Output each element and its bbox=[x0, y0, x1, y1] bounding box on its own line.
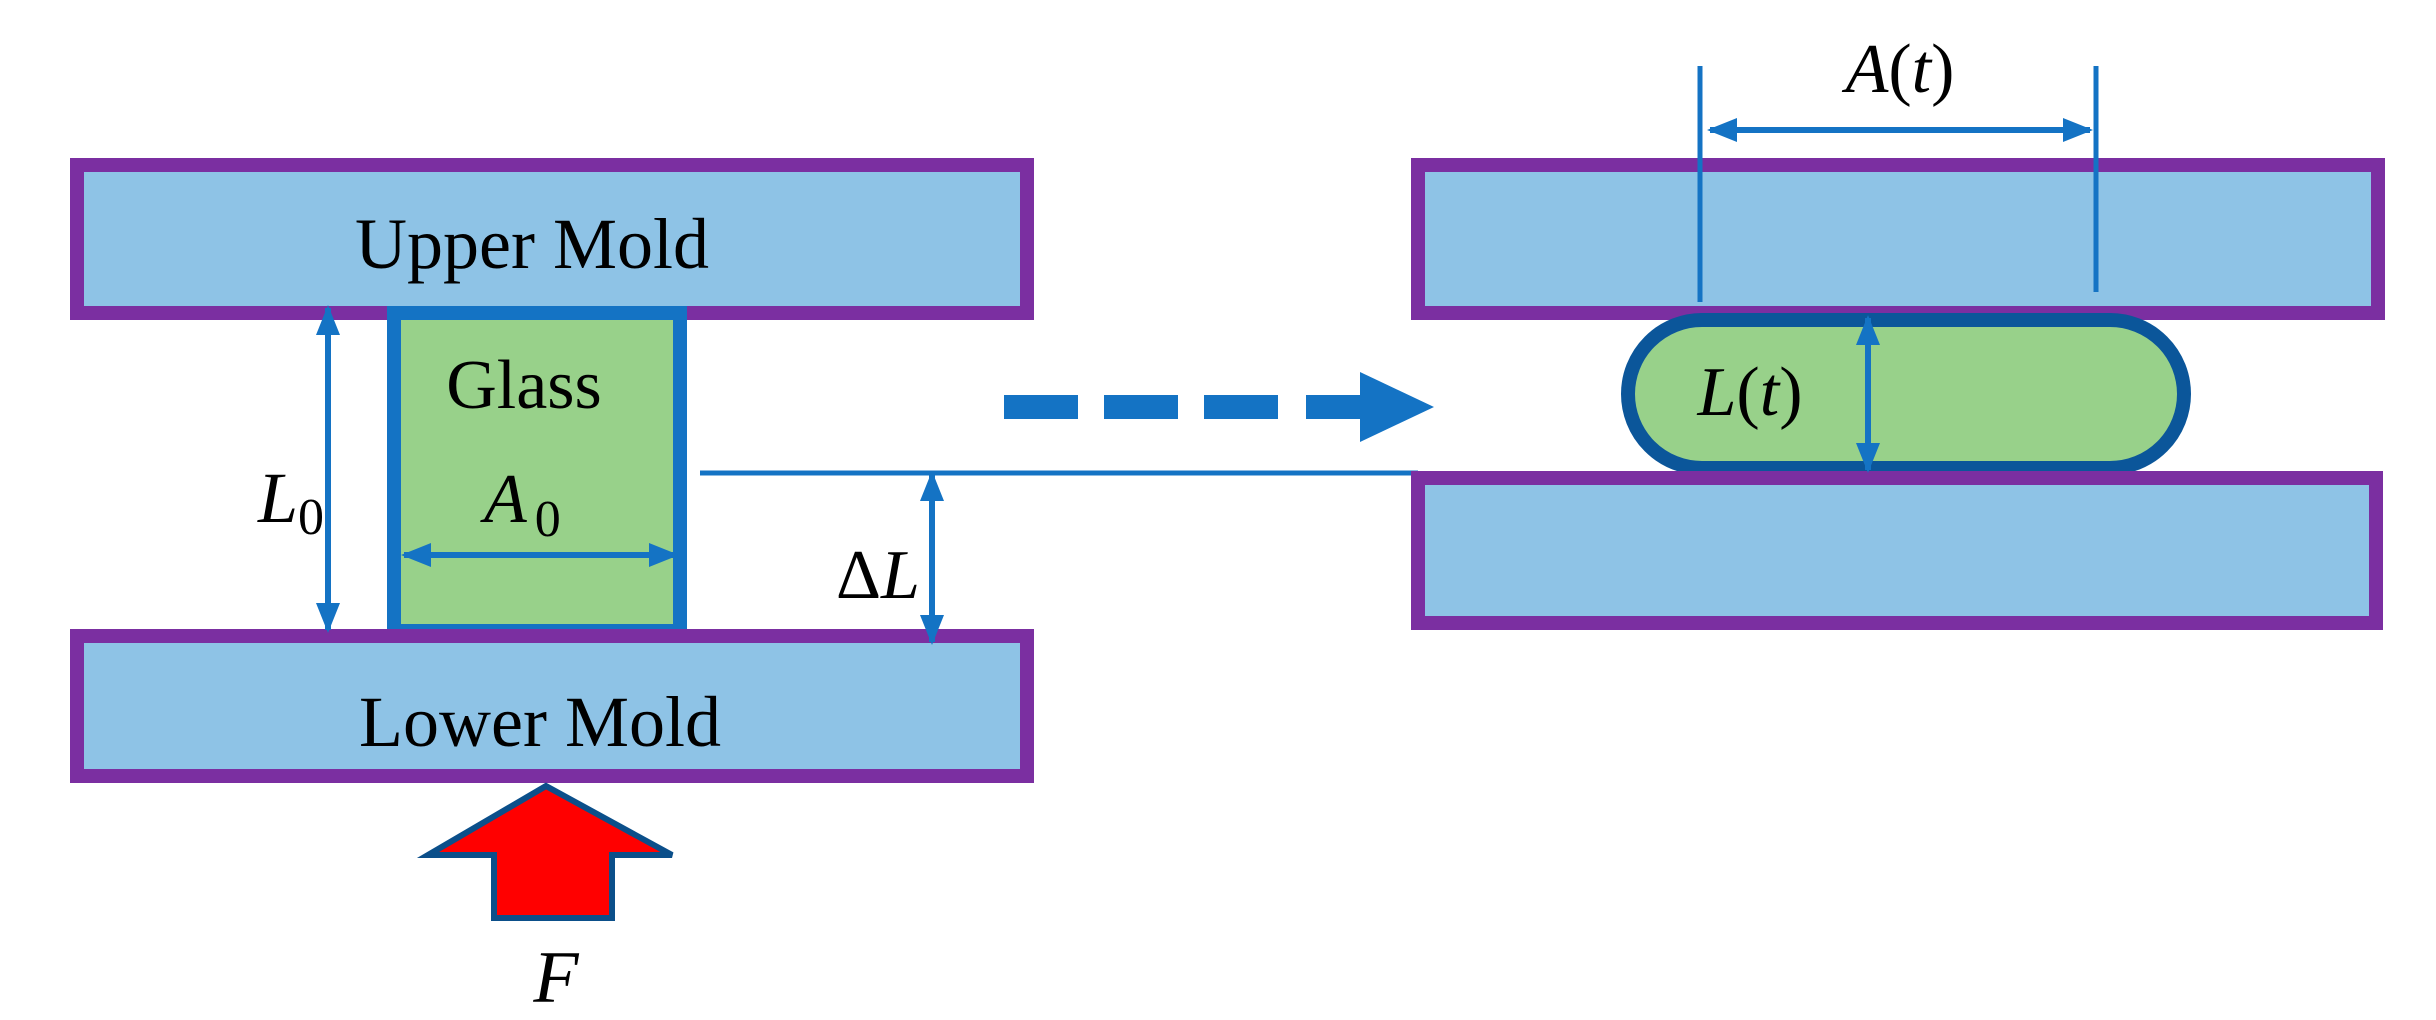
lower-mold-initial: Lower Mold bbox=[70, 629, 1034, 783]
upper-mold-initial: Upper Mold bbox=[70, 158, 1034, 320]
lower-mold-deformed bbox=[1411, 471, 2383, 630]
glass-sample-initial: Glass bbox=[387, 306, 687, 638]
length-over-time-label: L(t) bbox=[1696, 354, 1802, 431]
glass-sample-deformed bbox=[1621, 313, 2191, 475]
force-arrow-icon bbox=[416, 782, 674, 921]
glass-label: Glass bbox=[446, 347, 602, 424]
upper-mold-label: Upper Mold bbox=[355, 204, 709, 284]
area-over-time-label: A(t) bbox=[1842, 31, 1955, 108]
force-label: F bbox=[532, 937, 579, 1019]
deformed-state-group: A(t) L(t) bbox=[1411, 31, 2385, 630]
transition-arrow-icon bbox=[1004, 372, 1434, 442]
upper-mold-deformed bbox=[1411, 158, 2385, 320]
displacement-label: ΔL bbox=[836, 537, 920, 614]
lower-mold-label: Lower Mold bbox=[359, 682, 721, 762]
lower-mold-body bbox=[70, 629, 1034, 783]
initial-length-label: L0 bbox=[257, 458, 324, 546]
